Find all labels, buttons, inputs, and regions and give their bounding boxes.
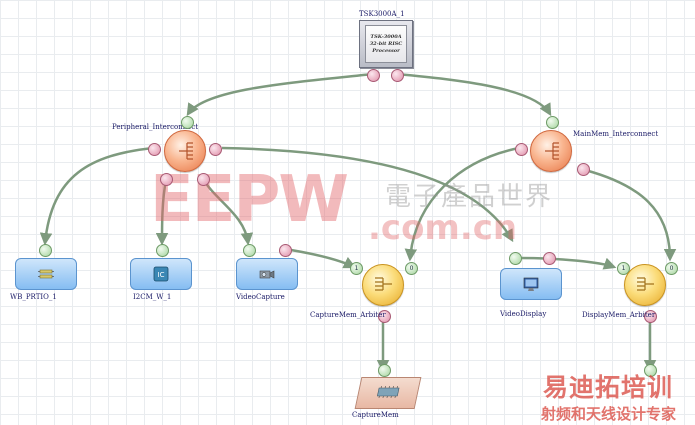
peripheral-interconnect-node[interactable] <box>164 130 206 172</box>
wb-port[interactable] <box>39 244 52 257</box>
link-peripheral-to-wb <box>39 146 154 246</box>
interconnect-icon <box>179 142 193 160</box>
display-memory-port[interactable] <box>644 364 657 377</box>
processor-chip-line: Processor <box>372 47 400 54</box>
link-proc-to-peripheral <box>186 72 374 117</box>
link-peripheral-to-vcap <box>202 179 254 246</box>
mainmem-interconnect-node[interactable] <box>530 130 572 172</box>
peripheral-port-out[interactable] <box>148 143 161 156</box>
display-arbiter-label: DisplayMem_Arbiter <box>582 311 656 319</box>
i2cm-label: I2CM_W_1 <box>133 293 172 301</box>
videodisplay-label: VideoDisplay <box>500 310 547 318</box>
device-videodisplay[interactable] <box>500 268 562 300</box>
processor-chip-line: 32-bit RISC <box>369 40 403 47</box>
watermark-site: .com.cn <box>368 208 518 248</box>
display-arbiter-port[interactable]: 1 <box>617 262 630 275</box>
vcap-port-in[interactable] <box>243 244 256 257</box>
mainmem-interconnect-label: MainMem_Interconnect <box>573 130 659 138</box>
watermark-cn-bottom: 射频和天线设计专家 <box>541 405 677 423</box>
watermark-brand: EEPW <box>150 163 349 237</box>
processor-block[interactable]: TSK-3000A 32-bit RISC Processor <box>359 20 413 68</box>
videocapture-label: VideoCapture <box>236 293 285 301</box>
capturemem-label: CaptureMem <box>352 411 399 419</box>
mainmem-port-out[interactable] <box>577 163 590 176</box>
peripheral-port-in[interactable] <box>181 116 194 129</box>
link-vdisp-to-display <box>518 256 617 270</box>
capture-arbiter-port[interactable]: 1 <box>350 262 363 275</box>
capmem-port[interactable] <box>378 364 391 377</box>
link-peripheral-to-vdisp <box>221 146 514 243</box>
processor-label: TSK3000A_1 <box>359 10 405 18</box>
camera-icon <box>259 270 275 279</box>
vdisp-port-out[interactable] <box>543 252 556 265</box>
link-mainmem-to-capture <box>404 146 520 262</box>
display-arbiter-port[interactable]: 0 <box>665 262 678 275</box>
mainmem-port-in[interactable] <box>546 116 559 129</box>
mainmem-port-out[interactable] <box>515 143 528 156</box>
display-arbiter-port-out[interactable] <box>644 310 657 323</box>
processor-chip-line: TSK-3000A <box>370 33 402 40</box>
i2c-port[interactable] <box>156 244 169 257</box>
memory-chip-icon <box>376 386 400 398</box>
processor-chip: TSK-3000A 32-bit RISC Processor <box>365 25 407 63</box>
interconnect-icon <box>545 142 559 160</box>
memory-capturemem[interactable] <box>354 377 422 409</box>
arbiter-icon <box>375 277 392 291</box>
capture-arbiter-port-out[interactable] <box>378 310 391 323</box>
monitor-icon <box>523 277 539 291</box>
capture-arbiter-node[interactable] <box>362 264 404 306</box>
device-i2cm[interactable]: IC <box>130 258 192 290</box>
capture-arbiter-port[interactable]: 0 <box>405 262 418 275</box>
arbiter-icon <box>637 277 654 291</box>
io-port-icon <box>38 269 54 279</box>
i2c-chip-icon: IC <box>153 266 169 282</box>
vdisp-port-in[interactable] <box>509 252 522 265</box>
watermark-cn-top: 易迪拓培训 <box>543 373 674 402</box>
peripheral-port-out[interactable] <box>209 143 222 156</box>
peripheral-interconnect-label: Peripheral_Interconnect <box>112 123 199 131</box>
display-arbiter-node[interactable] <box>624 264 666 306</box>
wb-prtio-label: WB_PRTIO_1 <box>10 293 57 301</box>
peripheral-port-out[interactable] <box>160 173 173 186</box>
capture-arbiter-label: CaptureMem_Arbiter <box>310 311 386 319</box>
peripheral-port-out[interactable] <box>197 173 210 186</box>
link-mainmem-to-display <box>584 168 677 262</box>
svg-text:IC: IC <box>158 271 165 279</box>
processor-port[interactable] <box>391 69 404 82</box>
link-proc-to-mainmem <box>396 72 552 117</box>
device-wb-prtio[interactable] <box>15 258 77 290</box>
vcap-port-out[interactable] <box>279 244 292 257</box>
processor-port[interactable] <box>367 69 380 82</box>
link-vcap-to-capture <box>290 248 357 269</box>
device-videocapture[interactable] <box>236 258 298 290</box>
watermark-brand-cn: 電子產品世界 <box>385 182 554 212</box>
